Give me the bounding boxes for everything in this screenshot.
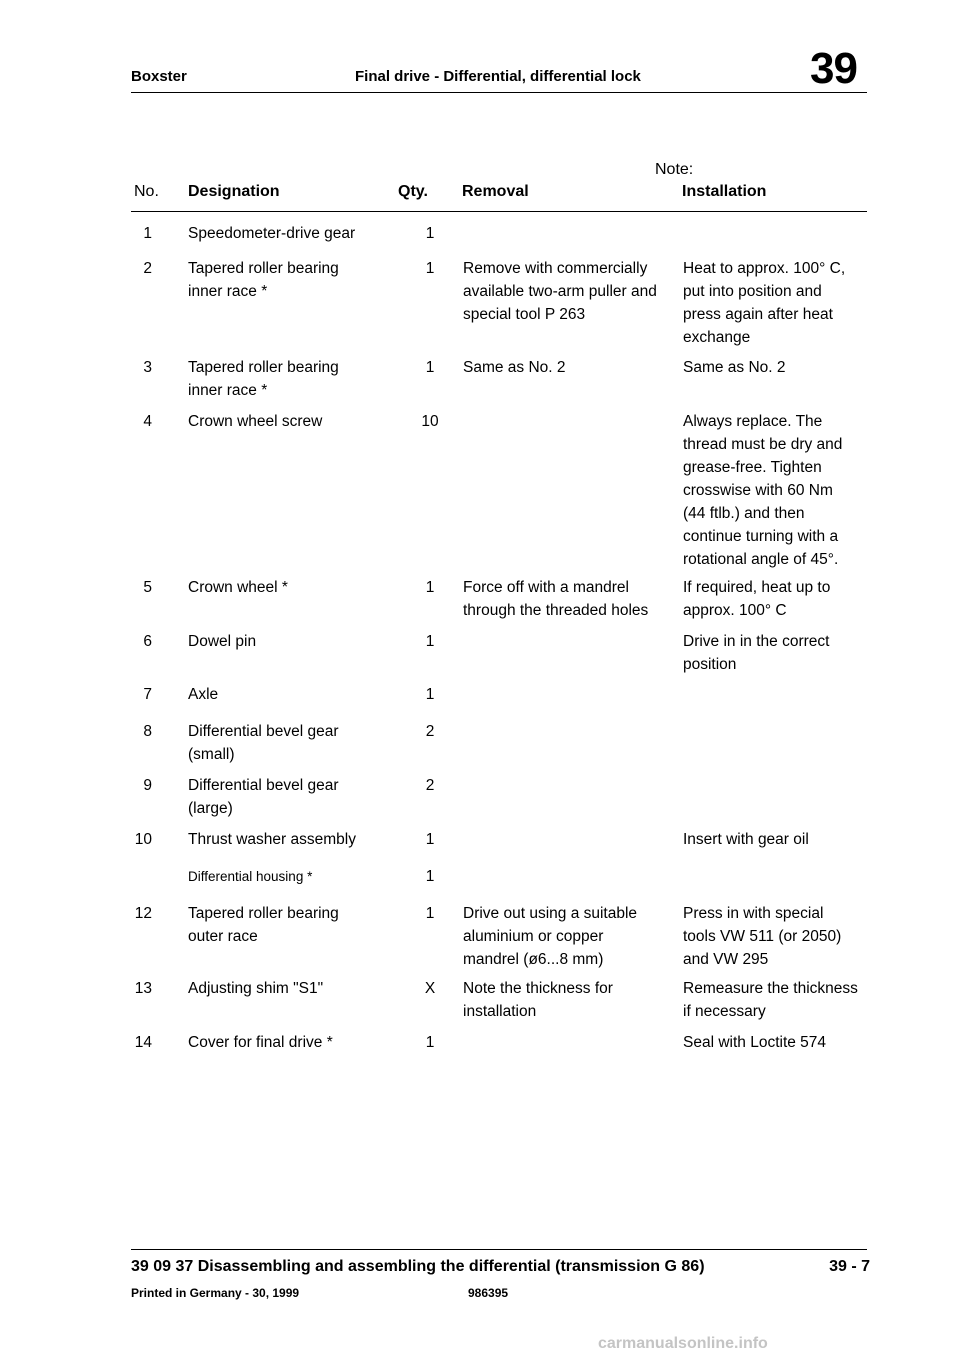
- row-no: 14: [134, 1034, 152, 1051]
- row-no: 4: [143, 413, 152, 430]
- row-qty: 1: [425, 686, 435, 703]
- row-installation: If required, heat up to approx. 100° C: [683, 579, 831, 619]
- row-installation: Drive in in the correct position: [683, 633, 830, 673]
- row-installation: Seal with Loctite 574: [683, 1034, 827, 1051]
- table-header-divider: [131, 211, 867, 212]
- row-designation: Axle: [188, 686, 219, 703]
- row-qty: 1: [425, 260, 435, 277]
- row-designation: Crown wheel screw: [188, 413, 323, 430]
- footer-printed-note: Printed in Germany - 30, 1999: [131, 1286, 300, 1300]
- row-installation: Insert with gear oil: [683, 831, 809, 848]
- footer-page-number: 39 - 7: [829, 1258, 870, 1275]
- watermark: carmanualsonline.info: [598, 1335, 768, 1352]
- row-qty: 1: [425, 359, 435, 376]
- row-no: 10: [134, 831, 152, 848]
- row-no: 9: [143, 777, 152, 794]
- row-designation: Thrust washer assembly: [188, 831, 356, 848]
- footer-document-code: 986395: [468, 1286, 509, 1300]
- row-no: 5: [143, 579, 152, 596]
- row-qty: 1: [425, 225, 435, 242]
- footer-procedure-title: 39 09 37 Disassembling and assembling th…: [131, 1258, 705, 1275]
- column-header-removal: Removal: [462, 183, 529, 200]
- column-header-qty: Qty.: [398, 183, 428, 200]
- row-qty: 1: [425, 633, 435, 650]
- row-qty: 1: [425, 1034, 435, 1051]
- note-label: Note:: [655, 161, 694, 178]
- row-designation: Adjusting shim "S1": [188, 980, 324, 997]
- row-designation: Dowel pin: [188, 633, 257, 650]
- row-installation: Heat to approx. 100° C, put into positio…: [683, 260, 846, 346]
- column-header-no: No.: [134, 183, 159, 200]
- row-no: 7: [143, 686, 152, 703]
- row-designation: Speedometer-drive gear: [188, 225, 356, 242]
- row-designation: Cover for final drive *: [188, 1034, 333, 1051]
- column-header-installation: Installation: [682, 183, 767, 200]
- row-no: 3: [143, 359, 152, 376]
- row-no: 8: [143, 723, 152, 740]
- row-designation: Tapered roller bearing inner race *: [188, 359, 339, 399]
- column-header-designation: Designation: [188, 183, 280, 200]
- header-group-number: 39: [810, 44, 858, 93]
- row-removal: Remove with commercially available two-a…: [463, 260, 657, 323]
- row-qty: X: [424, 980, 436, 997]
- row-designation: Differential bevel gear (large): [188, 777, 339, 817]
- row-designation: Crown wheel *: [188, 579, 288, 596]
- row-qty: 2: [425, 723, 435, 740]
- row-installation: Same as No. 2: [683, 359, 786, 376]
- row-designation: Differential housing *: [188, 869, 313, 884]
- row-removal: Force off with a mandrel through the thr…: [463, 579, 649, 619]
- row-qty: 1: [425, 831, 435, 848]
- row-no: 2: [143, 260, 152, 277]
- row-designation: Tapered roller bearing outer race: [188, 905, 339, 945]
- row-qty: 2: [425, 777, 435, 794]
- header-model: Boxster: [131, 68, 187, 85]
- row-qty: 1: [425, 579, 435, 596]
- header-section-title: Final drive - Differential, differential…: [355, 68, 641, 85]
- row-no: 12: [134, 905, 152, 922]
- row-removal: Drive out using a suitable aluminium or …: [463, 905, 638, 968]
- row-removal: Note the thickness for installation: [463, 980, 613, 1020]
- header-divider: [131, 92, 867, 93]
- row-installation: Always replace. The thread must be dry a…: [683, 413, 843, 568]
- row-installation: Press in with special tools VW 511 (or 2…: [683, 905, 842, 968]
- row-no: 1: [143, 225, 152, 242]
- row-designation: Tapered roller bearing inner race *: [188, 260, 339, 300]
- footer-divider: [131, 1249, 867, 1250]
- row-designation: Differential bevel gear (small): [188, 723, 339, 763]
- row-no: 6: [143, 633, 152, 650]
- row-qty: 1: [425, 905, 435, 922]
- row-qty: 10: [421, 413, 439, 430]
- row-installation: Remeasure the thickness if necessary: [683, 980, 858, 1020]
- row-removal: Same as No. 2: [463, 359, 566, 376]
- row-qty: 1: [425, 868, 435, 885]
- row-no: 13: [134, 980, 152, 997]
